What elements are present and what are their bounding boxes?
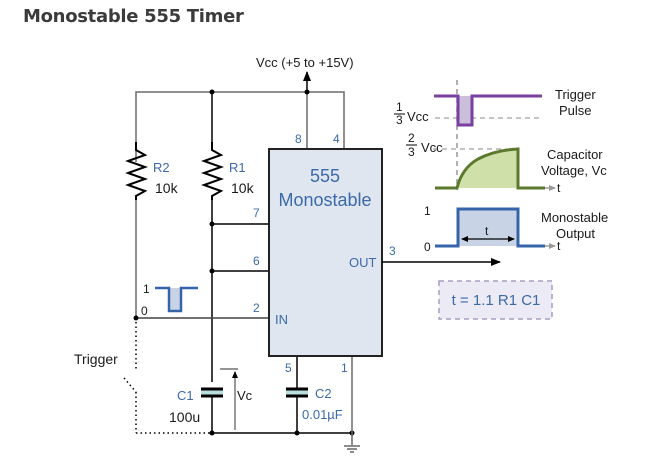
ic-line1: 555 xyxy=(310,166,340,186)
formula-text: t = 1.1 R1 C1 xyxy=(452,292,541,309)
output-label-2: Output xyxy=(556,226,595,241)
r2-value: 10k xyxy=(155,180,179,196)
pin-4: 4 xyxy=(333,132,340,146)
c2-name: C2 xyxy=(315,386,332,401)
r2-name: R2 xyxy=(153,160,170,175)
capacitor-c2 xyxy=(286,387,308,398)
cap-label-2: Voltage, Vc xyxy=(541,163,607,178)
cap-label-1: Capacitor xyxy=(547,147,603,162)
cap-two-thirds-num: 2 xyxy=(408,131,415,145)
r1-name: R1 xyxy=(229,160,246,175)
c2-value: 0.01µF xyxy=(302,407,343,422)
junction-dot xyxy=(209,430,215,436)
c1-name: C1 xyxy=(177,388,194,403)
ic-555-body xyxy=(268,148,383,357)
trigger-pulse-fill xyxy=(169,288,181,310)
pin-5: 5 xyxy=(285,361,292,375)
output-axis-t: t xyxy=(557,239,561,253)
junction-dot xyxy=(304,89,310,95)
pin-8: 8 xyxy=(295,132,302,146)
trigger-switch[interactable] xyxy=(123,322,212,434)
top-rail-wire xyxy=(135,91,345,162)
cap-two-thirds-unit: Vcc xyxy=(421,140,443,155)
r1-value: 10k xyxy=(231,180,255,196)
junction-dot xyxy=(209,268,215,274)
capacitor-c1 xyxy=(201,387,223,398)
vc-label: Vc xyxy=(237,388,253,403)
pulse-width-label: t xyxy=(485,224,489,238)
junction-dot xyxy=(209,221,215,227)
page-title: Monostable 555 Timer xyxy=(23,6,244,27)
ground-icon xyxy=(344,433,360,453)
trigger-level-low: 0 xyxy=(141,304,148,318)
cap-two-thirds-den: 3 xyxy=(408,145,415,159)
formula-box xyxy=(438,280,553,320)
resistor-r1 xyxy=(200,142,225,200)
output-level-high: 1 xyxy=(424,204,431,218)
pin-1: 1 xyxy=(341,361,348,375)
vcc-label: Vcc (+5 to +15V) xyxy=(256,55,354,70)
trigger-wave xyxy=(434,94,542,127)
ic-out-label: OUT xyxy=(349,255,377,270)
trigger-third-den: 3 xyxy=(396,113,403,127)
trigger-level-high: 1 xyxy=(143,282,150,296)
trigger-label: Trigger xyxy=(74,351,118,367)
trigger-pulse-label-2: Pulse xyxy=(559,103,592,118)
resistor-r2 xyxy=(124,142,149,200)
ic-line2: Monostable xyxy=(278,190,371,210)
output-label-1: Monostable xyxy=(541,210,608,225)
cap-wave-fill xyxy=(458,149,518,188)
output-level-low: 0 xyxy=(424,240,431,254)
cap-axis-t: t xyxy=(557,181,561,195)
junction-dot xyxy=(133,315,139,321)
output-wave xyxy=(435,207,545,248)
pin-3: 3 xyxy=(389,244,396,258)
cap-wave xyxy=(435,147,545,190)
trigger-wave-fill xyxy=(458,96,472,125)
c1-value: 100u xyxy=(169,409,200,425)
trigger-third-unit: Vcc xyxy=(407,109,429,124)
pin-6: 6 xyxy=(253,254,260,268)
ic-in-label: IN xyxy=(275,312,288,327)
trigger-pulse-label-1: Trigger xyxy=(555,87,596,102)
pin-7: 7 xyxy=(253,206,260,220)
trigger-third-num: 1 xyxy=(396,100,403,114)
pin-2: 2 xyxy=(253,301,260,315)
trigger-pulse-wave xyxy=(155,286,198,313)
